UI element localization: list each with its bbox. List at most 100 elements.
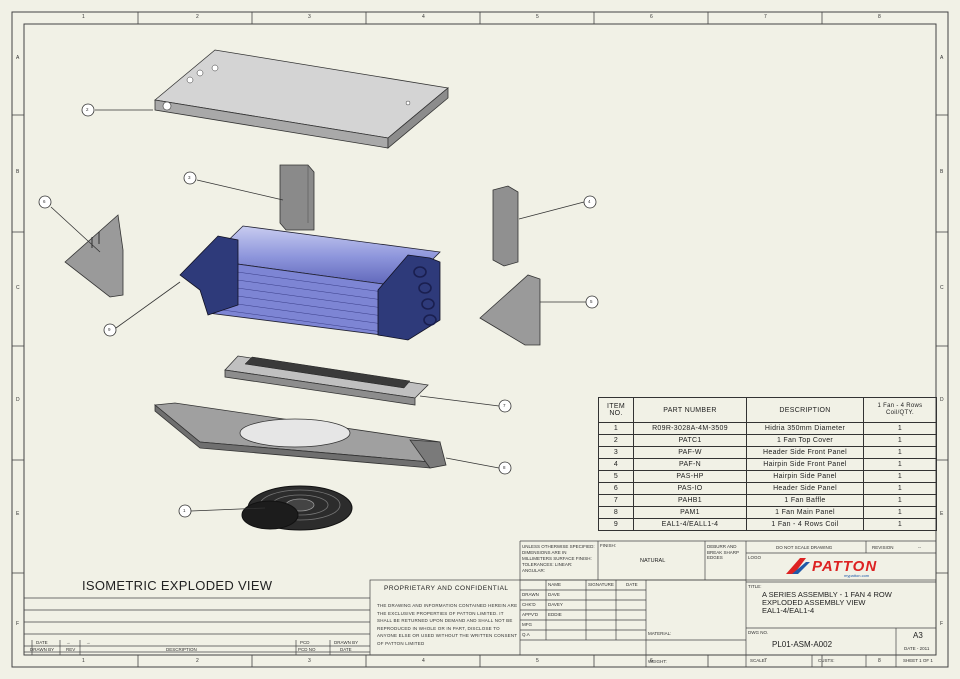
bom-qty: 1 (863, 506, 937, 519)
bom-part-number: EAL1-4/EALL1-4 (633, 518, 747, 531)
approved-name: EDDIE (548, 612, 562, 617)
bom-description: 1 Fan Main Panel (746, 506, 864, 519)
logo-wordmark: PATTON (812, 558, 878, 575)
bom-qty: 1 (863, 494, 937, 507)
zone-col-7-bottom: 7 (764, 658, 767, 664)
zone-col-3: 3 (308, 14, 311, 20)
zone-col-2: 2 (196, 14, 199, 20)
bom-qty: 1 (863, 470, 937, 483)
deburr-note: DEBURR AND BREAK SHARP EDGES (707, 544, 739, 560)
dimension-notes: UNLESS OTHERWISE SPECIFIED: DIMENSIONS A… (522, 544, 595, 573)
top-cover-part (154, 49, 449, 149)
zone-col-1: 1 (82, 14, 85, 20)
revision-label: REVISION (872, 545, 894, 550)
rev-drawn-by: DRAWN BY (30, 647, 55, 652)
bom-part-number: PAS-IO (633, 482, 747, 495)
bom-col-description: DESCRIPTION (746, 397, 864, 423)
mfg-label: MFG (522, 622, 532, 627)
bom-description: Header Side Front Panel (746, 446, 864, 459)
balloon-8: 8 (503, 465, 506, 470)
zone-col-6-bottom: 6 (650, 658, 653, 664)
bom-qty: 1 (863, 458, 937, 471)
logo-label: LOGO (748, 555, 762, 560)
bom-part-number: PAM1 (633, 506, 747, 519)
zone-col-1-bottom: 1 (82, 658, 85, 664)
bom-description: Hairpin Side Panel (746, 470, 864, 483)
bom-item-no: 9 (598, 518, 634, 531)
bom-part-number: PAF-W (633, 446, 747, 459)
bom-part-number: R09R-3028A-4M-3509 (633, 422, 747, 435)
view-label: ISOMETRIC EXPLODED VIEW (82, 578, 273, 593)
finish-value: NATURAL (640, 558, 666, 564)
bom-col-part-number: PART NUMBER (633, 397, 747, 423)
checked-label: CHK'D (522, 602, 536, 607)
balloon-3: 3 (188, 175, 191, 180)
coil-part (179, 225, 441, 341)
rev-pcd-no-label: PCD NO (298, 647, 316, 652)
bom-qty: 1 (863, 482, 937, 495)
zone-row-f-right: F (940, 621, 944, 627)
zone-col-2-bottom: 2 (196, 658, 199, 664)
zone-col-8-bottom: 8 (878, 658, 881, 664)
material-label: MATERIAL: (648, 631, 672, 636)
zone-col-8: 8 (878, 14, 881, 20)
drawing-title-line-1: A SERIES ASSEMBLY - 1 FAN 4 ROW (762, 590, 892, 599)
bom-col-qty: 1 Fan - 4 Rows Coil/QTY. (863, 397, 937, 423)
zone-row-f: F (16, 621, 20, 627)
rev-date-label: DATE (36, 640, 48, 645)
rev-description-label: DESCRIPTION (166, 647, 197, 652)
rev-desc-value: → (86, 640, 91, 645)
zone-row-c: C (16, 285, 20, 291)
bom-description: 1 Fan - 4 Rows Coil (746, 518, 864, 531)
zone-row-b: B (16, 169, 20, 175)
bom-description: Hidria 350mm Diameter (746, 422, 864, 435)
bom-description: Hairpin Side Front Panel (746, 458, 864, 471)
col-signature-label: SIGNATURE (588, 582, 614, 587)
bill-of-materials-table: ITEM NO. PART NUMBER DESCRIPTION 1 Fan -… (598, 397, 937, 531)
zone-col-6: 6 (650, 14, 653, 20)
bom-item-no: 6 (598, 482, 634, 495)
bom-description: 1 Fan Baffle (746, 494, 864, 507)
bom-item-no: 2 (598, 434, 634, 447)
zone-col-7: 7 (764, 14, 767, 20)
scale-label: SCALE: (750, 658, 767, 663)
rev-date-value: → (66, 640, 71, 645)
bom-part-number: PAF-N (633, 458, 747, 471)
weight-label: WEIGHT: (648, 659, 667, 664)
bom-item-no: 4 (598, 458, 634, 471)
bom-qty: 1 (863, 518, 937, 531)
finish-label: FINISH: (600, 543, 617, 548)
balloon-9: 9 (108, 327, 111, 332)
dwg-no-label: DWG NO. (748, 630, 769, 635)
zone-row-d: D (16, 397, 20, 403)
drawn-label: DRAWN (522, 592, 539, 597)
zone-row-a-right: A (940, 55, 944, 61)
zone-col-5: 5 (536, 14, 539, 20)
rev-date2-label: DATE (340, 647, 352, 652)
zone-row-d-right: D (940, 397, 944, 403)
balloon-6: 6 (43, 199, 46, 204)
zone-col-4: 4 (422, 14, 425, 20)
bom-part-number: PAHB1 (633, 494, 747, 507)
bom-item-no: 1 (598, 422, 634, 435)
zone-col-4-bottom: 4 (422, 658, 425, 664)
bom-qty: 1 (863, 446, 937, 459)
drawing-date: DATE - 2011 (904, 646, 930, 651)
rev-rev-label: REV (66, 647, 76, 652)
balloon-2: 2 (86, 107, 89, 112)
bom-item-no: 5 (598, 470, 634, 483)
zone-row-b-right: B (940, 169, 944, 175)
balloon-4: 4 (588, 199, 591, 204)
bom-description: Header Side Panel (746, 482, 864, 495)
drawing-number: PL01-ASM-A002 (772, 640, 833, 649)
zone-col-5-bottom: 5 (536, 658, 539, 664)
drawn-name: DAVE (548, 592, 560, 597)
